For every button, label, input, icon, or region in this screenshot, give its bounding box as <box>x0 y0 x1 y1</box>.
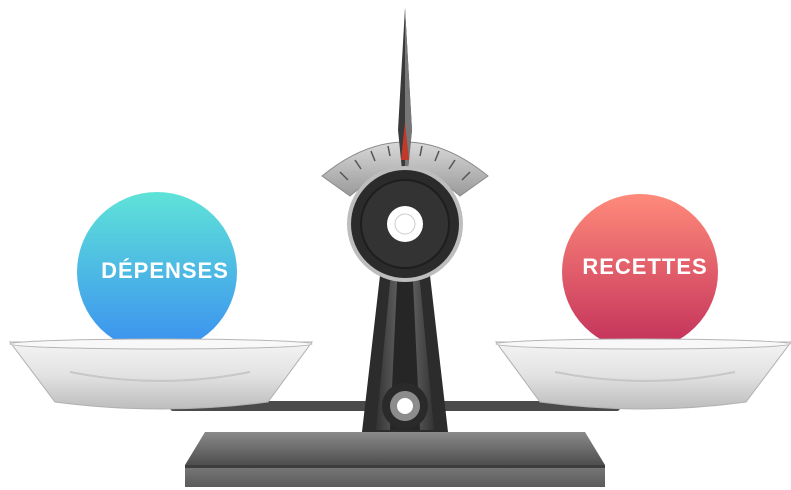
recettes-label: RECETTES <box>540 254 750 280</box>
left-pan <box>10 339 312 409</box>
scale-base <box>185 432 605 487</box>
depenses-label: DÉPENSES <box>60 258 270 284</box>
right-pan <box>496 339 791 409</box>
beam-pivot <box>382 383 428 429</box>
hub-wheel <box>347 166 463 282</box>
